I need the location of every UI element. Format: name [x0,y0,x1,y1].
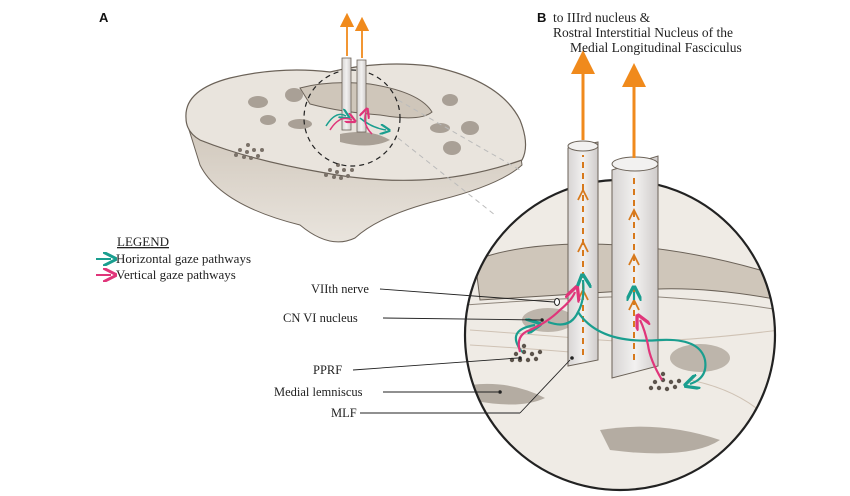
label-medial-lemniscus: Medial lemniscus [274,385,363,399]
panel-a-brainstem [185,12,527,243]
pprf-marker [518,356,522,360]
nucleus-blob [443,141,461,155]
label-cn-vi-nucleus: CN VI nucleus [283,311,358,325]
horizontal-pathway-crossing [577,311,707,384]
nucleus-blob [288,119,312,129]
legend-item-vertical: Vertical gaze pathways [96,267,236,282]
dotted-nucleus [234,143,354,180]
lemniscus-marker [498,390,502,394]
nucleus-blob [248,96,268,108]
vertical-pathway-right [640,320,663,381]
cn-vi-marker [540,318,544,322]
label-vii-nerve: VIIth nerve [311,282,369,296]
fiber-line [469,329,775,342]
nucleus-blob [430,123,450,133]
projection-line [397,137,496,216]
title-b-line2: Rostral Interstitial Nucleus of the [553,25,733,40]
lemniscus-blob [340,132,390,146]
leader-lines [352,288,571,414]
panel-label-b: B [537,10,546,25]
nucleus-blob [285,88,303,102]
pprf-dots-right [648,371,682,392]
nucleus-blob [442,94,458,106]
nucleus-blob [461,121,479,135]
medial-lemniscus-shape [470,383,545,405]
lemniscus-shape-right [600,426,720,454]
magnify-region [303,69,401,167]
panel-label-a: A [99,10,109,25]
vii-nerve-marker [554,298,560,306]
label-pprf: PPRF [313,363,342,377]
cn-vi-nucleus-shape-right [670,344,730,372]
title-b-line3: Medial Longitudinal Fasciculus [570,40,742,55]
projection-line [397,99,521,171]
title-b-line1: to IIIrd nucleus & [553,10,651,25]
panel-b-zoom [463,50,777,492]
mlf-column-small-left [341,57,352,131]
label-mlf: MLF [331,406,357,420]
vertical-pathway-small [365,112,373,135]
legend-item-horizontal: Horizontal gaze pathways [96,251,251,266]
horizontal-pathway-small [359,117,386,130]
legend-label-horizontal: Horizontal gaze pathways [116,251,251,266]
mlf-marker [570,356,574,360]
pprf-dots [509,343,543,363]
vertical-pathway-small [329,118,352,131]
legend-title: LEGEND [117,234,169,249]
legend-label-vertical: Vertical gaze pathways [116,267,236,282]
nucleus-blob [260,115,276,125]
mlf-column-small-right [356,59,367,133]
vertical-pathway-left [517,292,575,353]
